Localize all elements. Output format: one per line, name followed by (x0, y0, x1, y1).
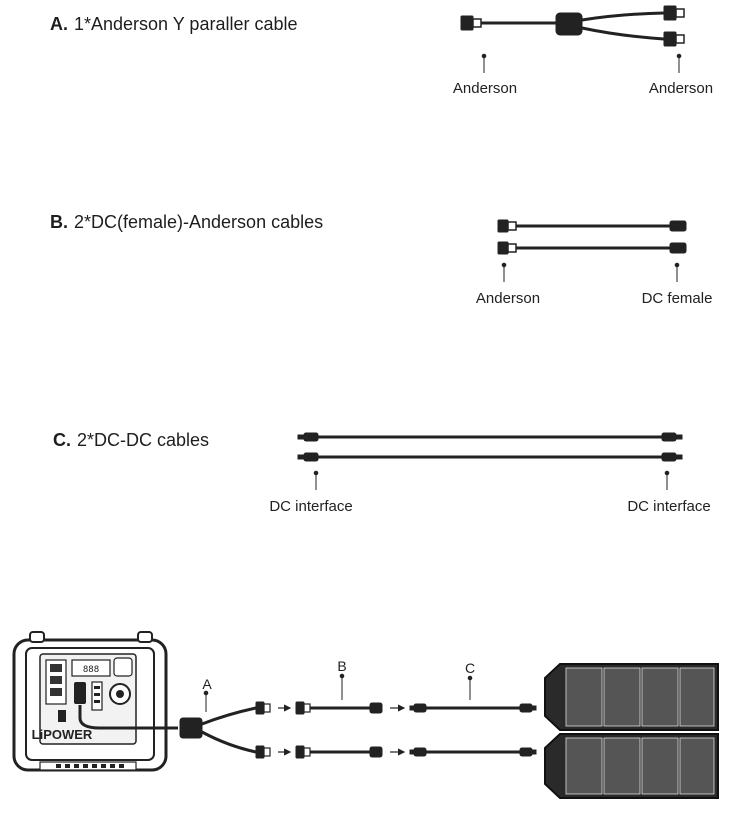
y-splitter-icon (555, 12, 583, 36)
item-a-left-label: Anderson (452, 80, 518, 97)
dc-plug-icon (303, 452, 319, 462)
item-a-letter: A. (50, 14, 68, 34)
item-c-letter: C. (53, 430, 71, 450)
connection-label-a: A (202, 676, 212, 692)
item-a-right-label: Anderson (648, 80, 714, 97)
anderson-plug-icon (460, 15, 474, 31)
anderson-plug-icon (663, 31, 677, 47)
connection-label-b: B (337, 658, 347, 674)
item-b-right-label: DC female (641, 290, 713, 307)
connection-label-c: C (464, 660, 476, 676)
dc-plug-icon (661, 432, 677, 442)
power-station-brand: LiPOWER (32, 727, 93, 742)
dc-female-anderson-cables (497, 219, 687, 282)
dc-plug-icon (661, 452, 677, 462)
y-parallel-cable (460, 5, 685, 73)
connection-y-cable (78, 690, 271, 759)
item-c-title: C. 2*DC-DC cables (53, 430, 209, 451)
anderson-plug-icon (497, 219, 509, 233)
connection-b-cables (295, 673, 383, 759)
solar-panel-icon (544, 663, 719, 731)
item-a-title: A. 1*Anderson Y paraller cable (50, 14, 298, 35)
y-splitter-icon (179, 717, 203, 739)
solar-panel-icon (544, 733, 719, 799)
item-b-text: 2*DC(female)-Anderson cables (74, 212, 324, 232)
dc-female-plug-icon (669, 242, 687, 254)
item-b-letter: B. (50, 212, 68, 232)
item-a-text: 1*Anderson Y paraller cable (74, 14, 298, 34)
dc-plug-icon (303, 432, 319, 442)
svg-text:888: 888 (83, 665, 99, 675)
item-c-text: 2*DC-DC cables (77, 430, 210, 450)
item-c-left-label: DC interface (269, 498, 353, 515)
dc-dc-cables (297, 432, 683, 490)
dc-female-plug-icon (669, 220, 687, 232)
item-b-title: B. 2*DC(female)-Anderson cables (50, 212, 323, 233)
anderson-plug-icon (663, 5, 677, 21)
connection-c-cables (409, 675, 537, 757)
anderson-plug-icon (497, 241, 509, 255)
item-c-right-label: DC interface (627, 498, 711, 515)
item-b-left-label: Anderson (475, 290, 541, 307)
power-station-icon: 888 LiPOWER (12, 631, 168, 772)
